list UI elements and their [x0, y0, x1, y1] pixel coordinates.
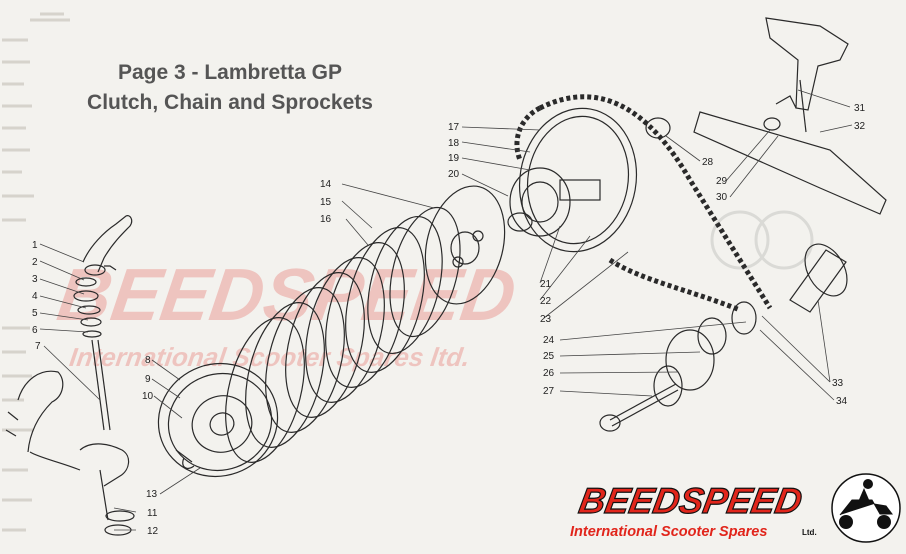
- callout-24: 24: [543, 335, 555, 346]
- callout-29: 29: [716, 176, 728, 187]
- callout-2: 2: [32, 257, 38, 268]
- brand-logo: BEEDSPEED International Scooter Spares L…: [570, 473, 901, 543]
- callout-18: 18: [448, 138, 460, 149]
- clutch-plate-stack: [225, 206, 461, 463]
- watermark-tagline: International Scooter Spares ltd.: [68, 342, 472, 372]
- logo-suffix: Ltd.: [802, 528, 817, 537]
- pressure-plate: [157, 362, 279, 478]
- watermark: BEEDSPEED International Scooter Spares l…: [53, 253, 521, 372]
- circlips: [104, 510, 135, 536]
- callout-1: 1: [32, 240, 38, 251]
- callout-34: 34: [836, 396, 848, 407]
- callout-12: 12: [147, 526, 159, 537]
- clutch-drum-sprocket: [507, 107, 638, 253]
- callout-5: 5: [32, 308, 38, 319]
- callout-25: 25: [543, 351, 555, 362]
- callout-3: 3: [32, 274, 38, 285]
- drive-chain: [514, 94, 773, 313]
- watermark-brand: BEEDSPEED: [53, 253, 521, 336]
- callout-28: 28: [702, 157, 714, 168]
- callout-8: 8: [145, 355, 151, 366]
- logo-tagline: International Scooter Spares: [570, 524, 767, 540]
- callout-32: 32: [854, 121, 866, 132]
- callout-10: 10: [142, 391, 154, 402]
- push-rod: [91, 339, 111, 431]
- callout-27: 27: [543, 386, 555, 397]
- callout-17: 17: [448, 122, 460, 133]
- callout-15: 15: [320, 197, 332, 208]
- callout-11: 11: [147, 508, 158, 519]
- callout-16: 16: [320, 214, 332, 225]
- title-line-2: Clutch, Chain and Sprockets: [87, 91, 373, 114]
- callout-21: 21: [540, 279, 552, 290]
- callout-7: 7: [35, 341, 41, 352]
- chain-roller: [645, 117, 671, 139]
- callout-6: 6: [32, 325, 38, 336]
- callout-19: 19: [448, 153, 460, 164]
- callout-4: 4: [32, 291, 38, 302]
- callout-33: 33: [832, 378, 844, 389]
- leader-lines: [39, 89, 853, 531]
- callout-30: 30: [716, 192, 728, 203]
- callout-13: 13: [146, 489, 158, 500]
- page-title: Page 3 - Lambretta GP Clutch, Chain and …: [40, 58, 420, 118]
- callout-31: 31: [854, 103, 866, 114]
- rear-sprocket-hub: [599, 243, 848, 432]
- clutch-lever: [82, 215, 133, 276]
- title-line-1: Page 3 - Lambretta GP: [117, 61, 343, 84]
- callout-9: 9: [145, 374, 151, 385]
- scooter-watermark: [710, 210, 814, 270]
- chain-tensioner: [693, 17, 887, 215]
- callout-labels: 1 2 3 4 5 6 7 8 9 10 11 12 13 14 15 16 1…: [32, 103, 866, 537]
- clutch-centre: [424, 185, 506, 305]
- crankcase-outline: [5, 370, 130, 521]
- callout-20: 20: [448, 169, 460, 180]
- callout-23: 23: [540, 314, 552, 325]
- washer-stack: [73, 277, 102, 338]
- callout-22: 22: [540, 296, 552, 307]
- callout-26: 26: [543, 368, 555, 379]
- callout-14: 14: [320, 179, 332, 190]
- logo-brand: BEEDSPEED: [576, 480, 805, 521]
- background-margin-text: [2, 12, 70, 532]
- scooter-rider-icon: [831, 473, 901, 543]
